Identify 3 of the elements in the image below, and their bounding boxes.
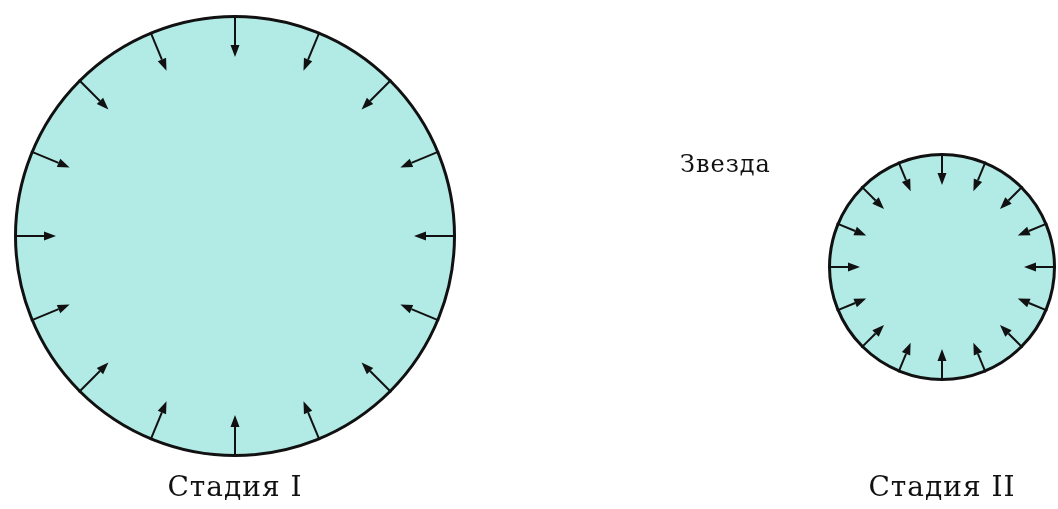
node-label: Стадия I: [167, 470, 303, 503]
node-label: Звезда: [680, 150, 771, 178]
node-label: Стадия II: [868, 470, 1016, 503]
